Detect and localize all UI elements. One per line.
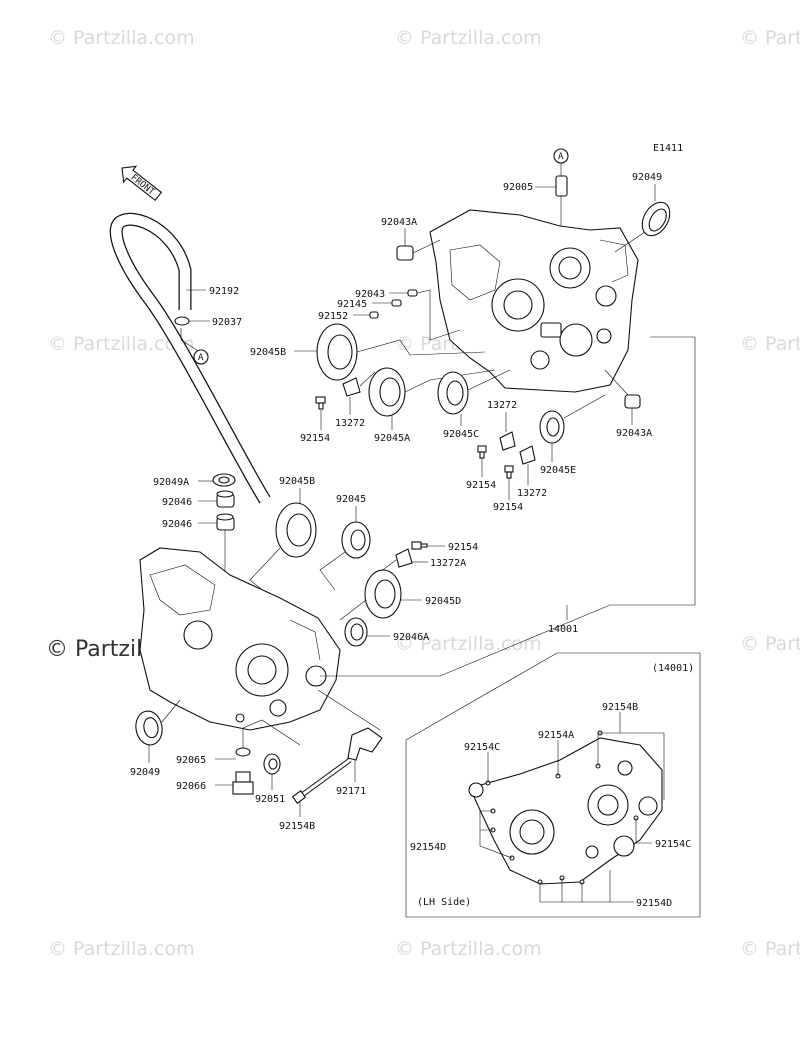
inset-panel: (14001) (LH Side) — [405, 652, 701, 918]
ball-bearing — [316, 323, 358, 381]
label-13272: 13272 — [487, 400, 517, 411]
label-92154c: 92154C — [464, 742, 500, 753]
label-92049: 92049 — [632, 172, 662, 183]
collar — [391, 299, 402, 307]
plate — [395, 548, 413, 568]
bolt — [477, 445, 487, 459]
label-92037: 92037 — [212, 317, 242, 328]
ball-bearing — [341, 521, 371, 559]
label-92154d: 92154D — [636, 898, 672, 909]
dowel-pin — [555, 175, 568, 197]
label-92046: 92046 — [162, 519, 192, 530]
hose-clamp — [174, 316, 190, 326]
bolt — [504, 465, 514, 479]
plate — [519, 445, 536, 465]
label-92154b: 92154B — [602, 702, 638, 713]
label-92192: 92192 — [209, 286, 239, 297]
ref-marker — [193, 349, 209, 365]
plate — [499, 431, 516, 451]
label-13272: 13272 — [517, 488, 547, 499]
label-92171: 92171 — [336, 786, 366, 797]
label-13272: 13272 — [335, 418, 365, 429]
label-92045b: 92045B — [250, 347, 286, 358]
watermark: © Partzilla.com — [740, 938, 800, 960]
bushing — [216, 513, 235, 531]
watermark: © Partzilla.com — [395, 938, 542, 960]
breather-hose — [109, 212, 271, 504]
watermark: © Partzilla.com — [48, 938, 195, 960]
inset-title: (14001) — [652, 663, 694, 674]
label-92045d: 92045D — [425, 596, 461, 607]
bushing — [216, 490, 235, 508]
dowel-pin — [407, 289, 418, 297]
label-92154: 92154 — [493, 502, 523, 513]
ref-marker-label: A — [558, 152, 564, 162]
collar — [369, 311, 379, 319]
oil-seal — [539, 410, 565, 444]
washer — [235, 747, 251, 757]
oil-seal — [135, 710, 163, 746]
label-92049a: 92049A — [153, 477, 189, 488]
label-92045: 92045 — [336, 494, 366, 505]
label-92043a: 92043A — [381, 217, 417, 228]
watermark: © Partzilla.com — [740, 27, 800, 49]
watermark: © Partzilla.com — [395, 27, 542, 49]
oil-seal — [437, 371, 469, 415]
label-13272a: 13272A — [430, 558, 466, 569]
diagram-code: E1411 — [653, 143, 683, 154]
label-92045c: 92045C — [443, 429, 479, 440]
watermark: © Partzilla.com — [740, 333, 800, 355]
label-92152: 92152 — [318, 311, 348, 322]
label-92154d: 92154D — [410, 842, 446, 853]
bolt — [411, 541, 428, 550]
oil-seal — [641, 201, 671, 237]
watermark: © Partzilla.com — [740, 633, 800, 655]
label-92045e: 92045E — [540, 465, 576, 476]
dowel-pin — [624, 394, 641, 409]
label-14001: 14001 — [548, 624, 578, 635]
label-92046a: 92046A — [393, 632, 429, 643]
front-arrow-icon: FRONT — [121, 165, 163, 202]
bolt — [315, 396, 326, 410]
label-92043a: 92043A — [616, 428, 652, 439]
drain-bolt — [232, 771, 254, 795]
inset-side-label: (LH Side) — [417, 897, 471, 908]
washer — [212, 473, 236, 487]
label-92045a: 92045A — [374, 433, 410, 444]
watermark: © Partzilla.com — [48, 27, 195, 49]
label-92065: 92065 — [176, 755, 206, 766]
ref-marker-label: A — [198, 353, 204, 363]
label-92154a: 92154A — [538, 730, 574, 741]
label-92154: 92154 — [466, 480, 496, 491]
label-92043: 92043 — [355, 289, 385, 300]
watermark: © Partzilla.com — [395, 633, 542, 655]
label-92145: 92145 — [337, 299, 367, 310]
left-crankcase — [139, 547, 341, 731]
label-92051: 92051 — [255, 794, 285, 805]
right-crankcase — [429, 209, 639, 393]
ball-bearing — [364, 569, 402, 619]
watermark-layer: © Partzilla.com © Partzilla.com © Partzi… — [46, 27, 800, 960]
label-92154c: 92154C — [655, 839, 691, 850]
plate — [342, 377, 361, 397]
ball-bearing — [275, 502, 317, 558]
ball-bearing — [368, 367, 406, 417]
label-92046: 92046 — [162, 497, 192, 508]
label-92154b: 92154B — [279, 821, 315, 832]
oil-seal — [263, 753, 281, 775]
dowel-pin — [396, 245, 414, 261]
chain-guide — [347, 727, 383, 761]
label-92005: 92005 — [503, 182, 533, 193]
watermark: © Partzilla.com — [48, 333, 195, 355]
label-92154: 92154 — [448, 542, 478, 553]
label-92045b: 92045B — [279, 476, 315, 487]
label-92066: 92066 — [176, 781, 206, 792]
bushing — [344, 617, 368, 647]
label-92154: 92154 — [300, 433, 330, 444]
label-92049: 92049 — [130, 767, 160, 778]
long-bolt — [291, 757, 352, 804]
part-labels: 92005 92049 92043A 92192 92037 92043 921… — [130, 172, 691, 909]
